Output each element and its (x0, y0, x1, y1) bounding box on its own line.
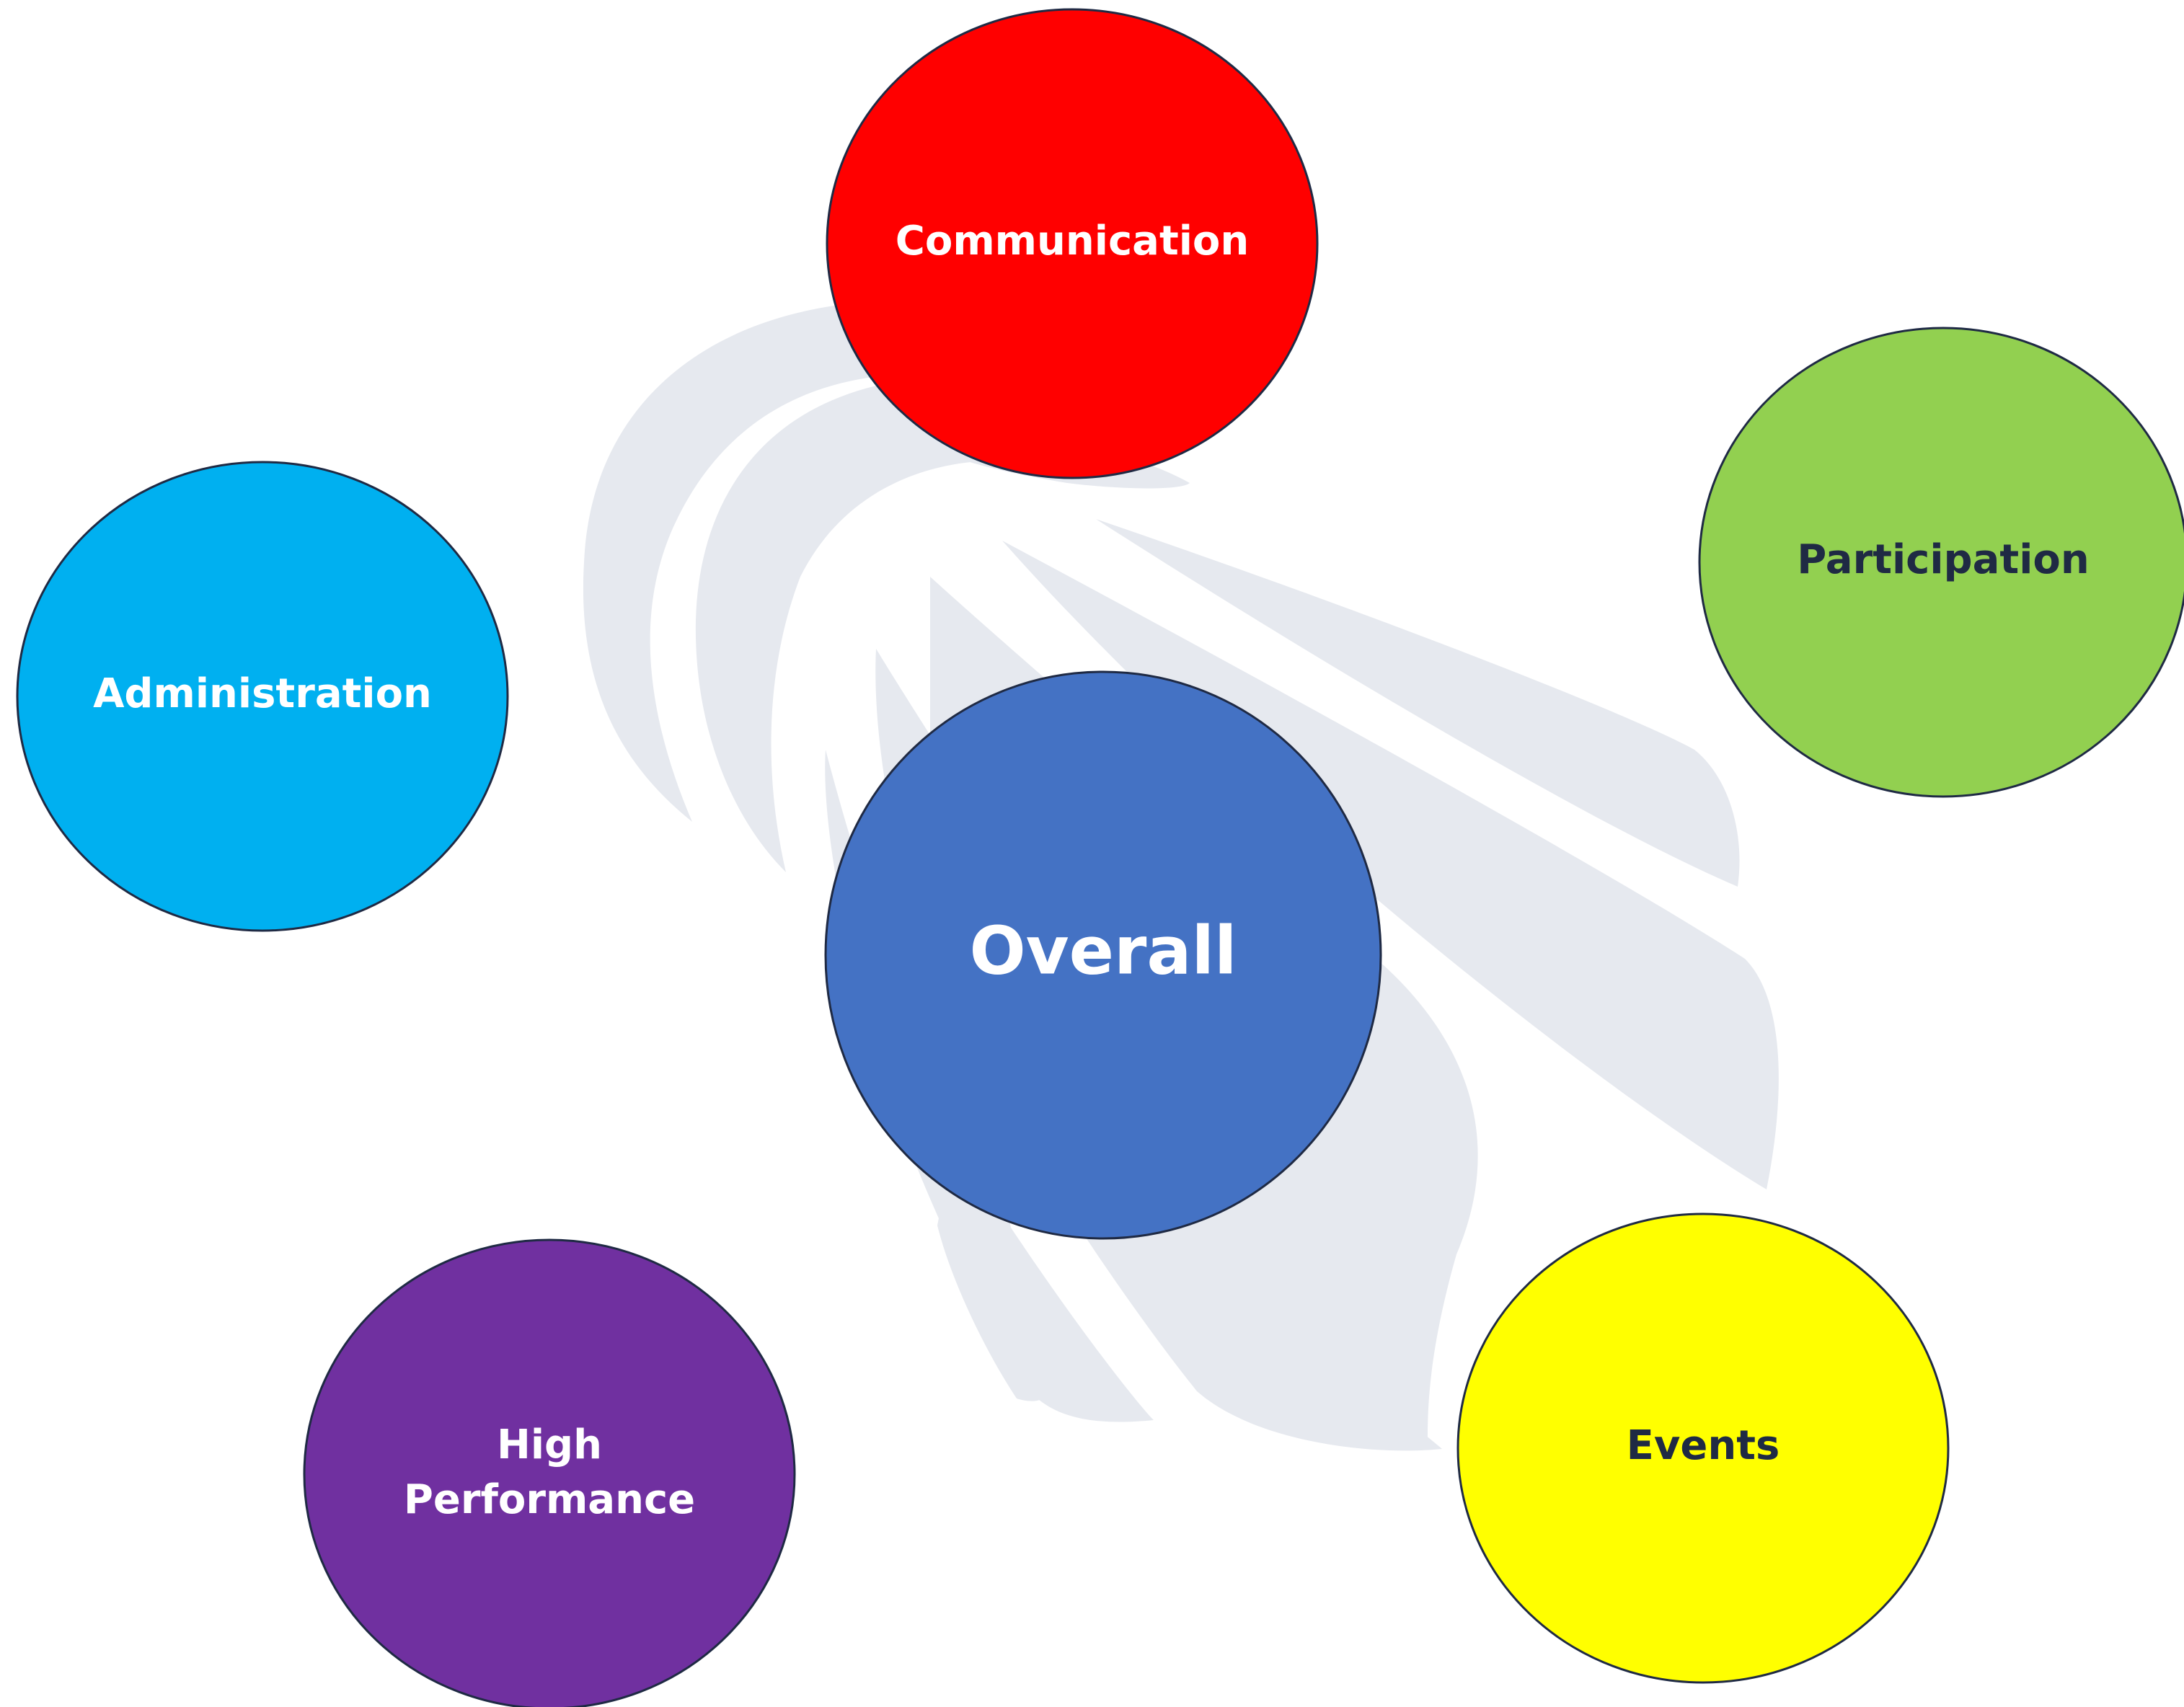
node-communication: Communication (826, 8, 1319, 479)
node-administration-label: Administration (93, 670, 432, 717)
node-overall-label: Overall (969, 912, 1237, 989)
node-events: Events (1456, 1212, 1950, 1684)
node-overall: Overall (824, 670, 1382, 1240)
node-high-performance-label-line1: High (497, 1422, 602, 1468)
node-high-performance-label-line2: Performance (404, 1476, 695, 1523)
node-participation: Participation (1698, 327, 2184, 798)
node-communication-label: Communication (896, 218, 1250, 265)
node-high-performance: High Performance (303, 1238, 796, 1707)
node-administration: Administration (16, 461, 509, 932)
node-events-label: Events (1627, 1422, 1780, 1469)
node-participation-label: Participation (1797, 536, 2089, 583)
